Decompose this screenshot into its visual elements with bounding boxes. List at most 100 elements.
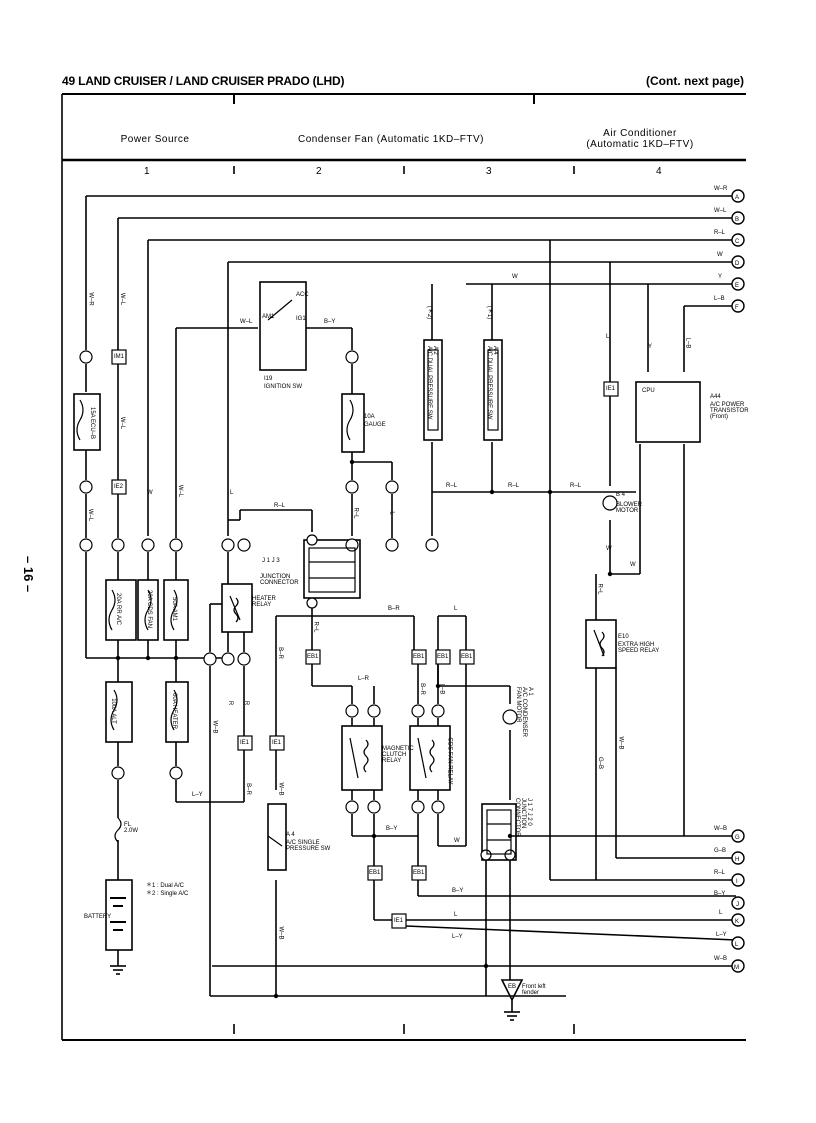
page-title: 49 LAND CRUISER / LAND CRUISER PRADO (LH…: [62, 74, 345, 88]
junction-connector-1-codes: J 1 J 3: [262, 558, 280, 564]
wire-label: B–R: [276, 647, 283, 659]
wire-label: R–L: [312, 621, 319, 633]
connector-label: IM1: [114, 354, 125, 360]
svg-text:A: A: [735, 195, 739, 201]
section-label-air-conditioner: Air Conditioner (Automatic 1KD–FTV): [586, 128, 694, 150]
connector-label: IE1: [240, 740, 250, 746]
blower-motor-name: BLOWER MOTOR: [616, 502, 643, 514]
wire-label: B–R: [388, 606, 400, 612]
wire-label: B–Y: [386, 826, 398, 832]
wire-label-m: W–B: [714, 956, 728, 962]
alt-fuse-label: 100A ALT: [109, 698, 116, 724]
section-label-power-source: Power Source: [120, 134, 190, 145]
connector-label: EB1: [307, 654, 319, 660]
cds-fan-fuse-label: 20A CDS FAN: [146, 589, 153, 629]
svg-text:C: C: [735, 239, 740, 245]
ecu-fuse-label: 15A ECU–B: [89, 406, 96, 440]
blower-motor-code: B 4: [616, 492, 626, 498]
wire-label: (＊2): [426, 305, 433, 320]
wire-label-k: L: [719, 910, 723, 916]
svg-text:H: H: [735, 857, 739, 863]
wire-label-g: W–B: [714, 826, 728, 832]
connector-label: EB1: [461, 654, 473, 660]
svg-text:F: F: [735, 305, 739, 311]
svg-text:D: D: [735, 261, 740, 267]
wire-label: W–L: [177, 484, 184, 498]
wire-label: G–B: [597, 756, 604, 770]
wire-label: R: [243, 700, 250, 706]
wire-label: L–Y: [192, 792, 203, 798]
connector-label: IE2: [114, 484, 124, 490]
wire-label: L–R: [358, 676, 370, 682]
ground-name: Front left fender: [522, 984, 546, 996]
wire-label: L: [230, 490, 234, 496]
dual-pressure-sw-a4-label: A 4 A/C DUAL PRESSURE SW: [486, 346, 498, 420]
svg-text:B: B: [735, 217, 739, 223]
wire-label-a: W–R: [714, 186, 728, 192]
wire-label: L: [454, 606, 458, 612]
wire-label: R–L: [508, 483, 520, 489]
wire-label: W: [512, 274, 518, 280]
single-pressure-sw-name: A/C SINGLE PRESSURE SW: [286, 840, 331, 852]
wire-label: W: [147, 490, 153, 496]
wire-label: R–L: [446, 483, 458, 489]
dual-pressure-sw-a2-label: A 2 A/C DUAL PRESSURE SW: [426, 346, 438, 420]
wire-label: L–B: [684, 337, 691, 349]
svg-text:M: M: [734, 965, 739, 971]
wire-label: W–L: [119, 292, 126, 306]
ignition-sw-acc: ACC: [296, 292, 309, 298]
extra-high-relay-name: EXTRA HIGH SPEED RELAY: [618, 642, 660, 654]
wire-label: R–L: [596, 583, 603, 595]
battery-label: BATTERY: [84, 914, 112, 920]
battery-note-1: ＊1 : Dual A/C: [146, 883, 185, 889]
power-transistor-code: A44: [710, 394, 721, 400]
column-number-3: 3: [486, 166, 492, 177]
power-transistor-cpu: CPU: [642, 388, 655, 394]
single-pressure-sw-code: A 4: [286, 832, 295, 838]
wire-label: B–Y: [324, 319, 336, 325]
wire-label: B–R: [418, 683, 425, 695]
wire-label: Y: [648, 344, 653, 350]
svg-text:E: E: [735, 283, 739, 289]
wire-label: L: [606, 334, 610, 340]
ignition-sw-code: I19: [264, 376, 273, 382]
wire-label: W–R: [87, 292, 94, 306]
svg-text:I: I: [736, 879, 738, 885]
column-number-4: 4: [656, 166, 662, 177]
column-number-1: 1: [144, 166, 150, 177]
power-transistor-name: A/C POWER TRANSISTOR (Front): [710, 402, 749, 420]
wire-label: W: [454, 838, 460, 844]
wire-label: L–B: [438, 683, 445, 695]
svg-text:J: J: [736, 902, 739, 908]
magnetic-clutch-relay-label: MAGNETIC CLUTCH RELAY: [382, 746, 414, 764]
heater-fuse-label: 60A HEATER: [170, 693, 177, 729]
column-number-2: 2: [316, 166, 322, 177]
wire-label-f: L–B: [714, 296, 725, 302]
connector-label: IE1: [272, 740, 282, 746]
connector-label: EB1: [437, 654, 449, 660]
wire-label-j: B–Y: [714, 891, 726, 897]
connector-label: EB1: [369, 870, 381, 876]
connector-label: EB1: [413, 870, 425, 876]
ignition-sw-am1: AM1: [262, 314, 275, 320]
gauge-fuse-name: GAUGE: [364, 422, 386, 428]
wire-label: R: [227, 700, 234, 706]
heater-relay-label: HEATER RELAY: [252, 596, 276, 608]
wire-label: R–L: [570, 483, 582, 489]
wire-label: R–L: [274, 503, 286, 509]
wire-label-l: L–Y: [716, 932, 727, 938]
rr-ac-fuse-label: 20A RR A/C: [115, 592, 122, 626]
wire-label-i: R–L: [714, 870, 726, 876]
cds-fan-relay-label: CDS FAN RELAY: [446, 737, 453, 785]
gauge-fuse-rating: 10A: [364, 414, 375, 420]
wire-label: W–B: [277, 782, 284, 796]
wire-label: W–B: [617, 736, 624, 750]
wire-label: L: [388, 511, 395, 515]
wire-label: L–Y: [452, 934, 463, 940]
wire-label: B–Y: [452, 888, 464, 894]
ignition-sw-ig1: IG1: [296, 316, 306, 322]
wire-label: W: [630, 562, 636, 568]
ignition-sw-name: IGNITION SW: [264, 384, 302, 390]
connector-label: EB1: [413, 654, 425, 660]
